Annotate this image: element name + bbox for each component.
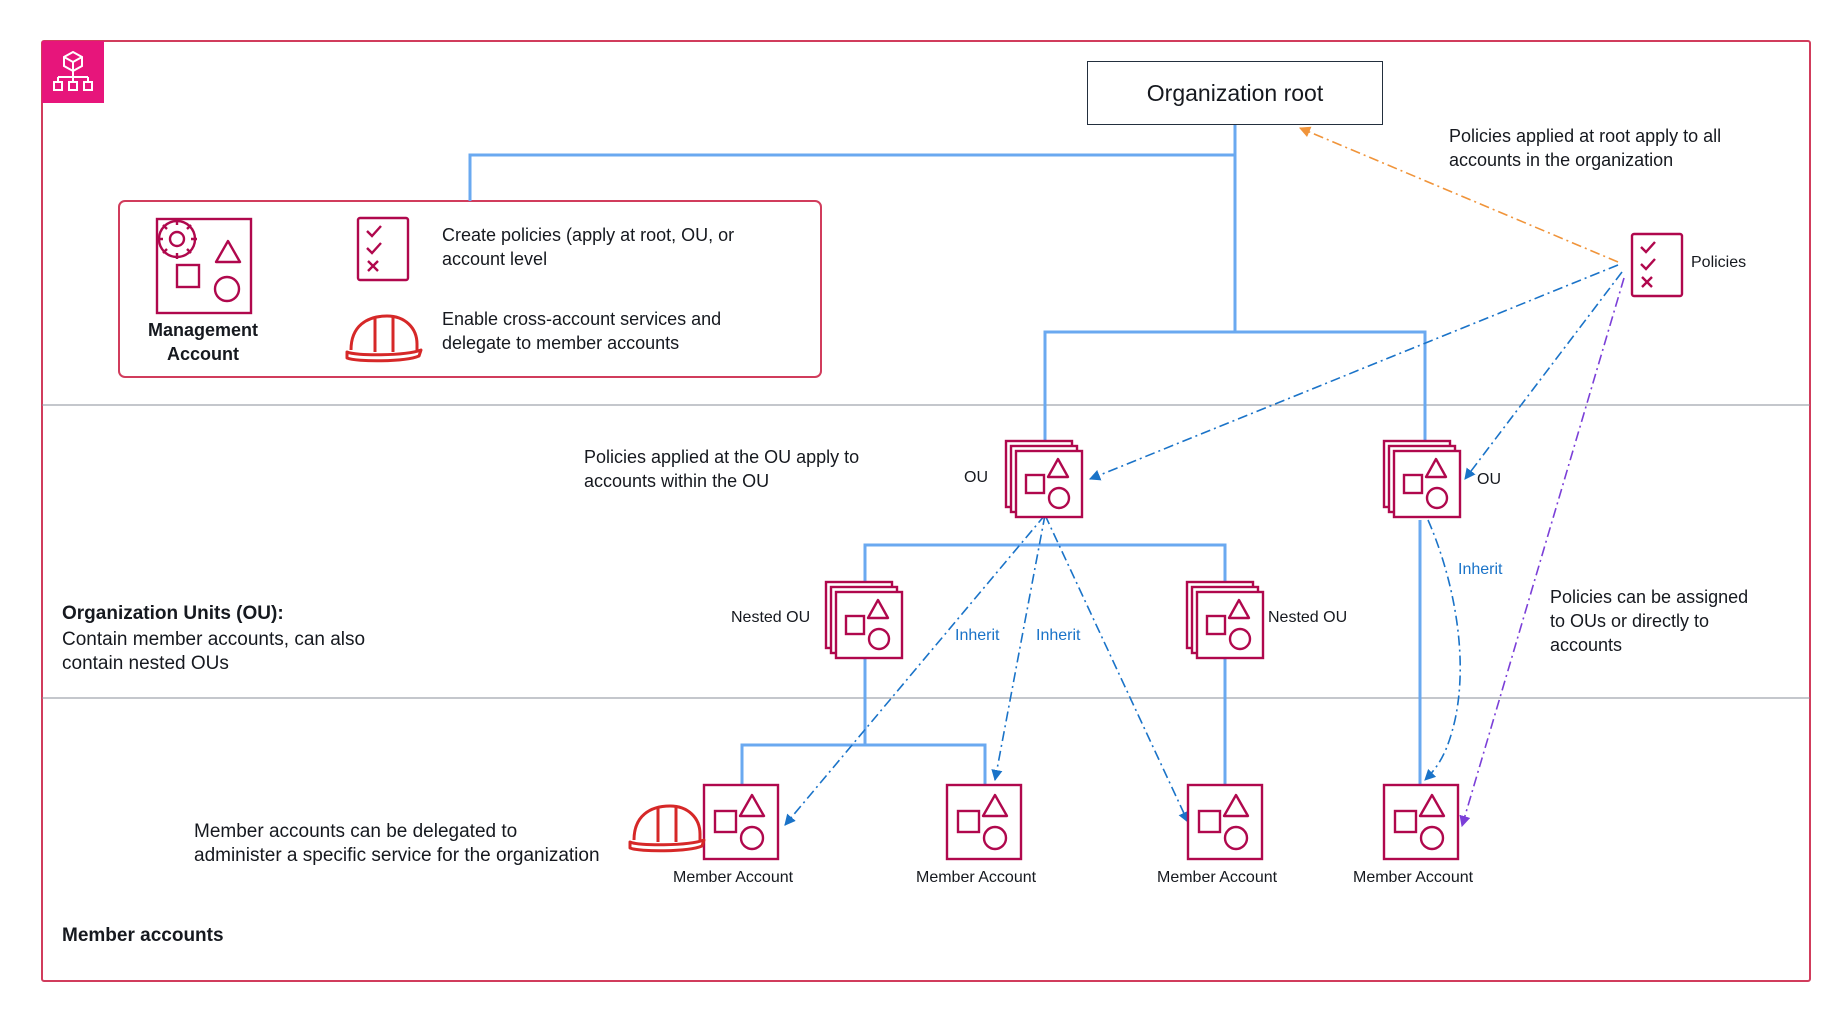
organization-root-box[interactable]: Organization root [1087, 61, 1383, 125]
nested-ou-left-label: Nested OU [731, 609, 811, 626]
organization-frame [41, 40, 1811, 982]
nested-ou-right-label: Nested OU [1268, 609, 1348, 626]
ou-desc-line: contain nested OUs [62, 653, 229, 674]
note-line: to OUs or directly to [1550, 611, 1710, 631]
organizations-badge-icon [42, 41, 104, 103]
inherit-label: Inherit [1458, 561, 1503, 578]
member-account-1-label: Member Account [673, 869, 794, 886]
root-policy-arrow [1298, 126, 1619, 263]
ou-section-description: Contain member accounts, can also contai… [62, 628, 365, 676]
create-policies-text: Create policies (apply at root, OU, or a… [442, 223, 734, 271]
note-line: Policies applied at root apply to all [1449, 126, 1722, 146]
inherit-arrow [784, 514, 1046, 826]
ou-policy-arrow [1464, 271, 1623, 480]
delegated-admin-helmet-icon [628, 804, 706, 853]
note-line: accounts within the OU [584, 471, 770, 491]
cross-account-line: Enable cross-account services and [442, 309, 722, 329]
policies-icon [1630, 232, 1684, 298]
ou-left-icon [1004, 439, 1084, 519]
nested-ou-left-icon [824, 580, 904, 660]
management-account-label: Management Account [143, 318, 263, 366]
ou-policy-arrow [1088, 264, 1619, 481]
ou-right-icon [1382, 439, 1462, 519]
member-accounts-section-title: Member accounts [62, 925, 224, 946]
ou-desc-line: Contain member accounts, can also [62, 629, 366, 650]
management-account-icon [155, 217, 253, 315]
member-account-4-icon [1382, 783, 1460, 861]
inherit-arrow [991, 514, 1046, 782]
organization-root-label: Organization root [1146, 79, 1324, 106]
account-policy-arrow [1459, 277, 1625, 828]
root-policies-note: Policies applied at root apply to all ac… [1449, 124, 1721, 172]
member-account-3-label: Member Account [1157, 869, 1278, 886]
member-account-1-icon [702, 783, 780, 861]
inherit-label: Inherit [1036, 627, 1081, 644]
hierarchy-lines [468, 125, 1427, 785]
management-label-line: Account [167, 344, 239, 364]
ou-left-label: OU [964, 469, 988, 486]
note-line: Policies can be assigned [1550, 587, 1749, 607]
nested-ou-right-icon [1185, 580, 1265, 660]
cross-account-text: Enable cross-account services and delega… [442, 307, 721, 355]
note-line: Policies applied at the OU apply to [584, 447, 860, 467]
ou-section-title: Organization Units (OU): [62, 603, 284, 624]
note-line: Member accounts can be delegated to [194, 821, 518, 842]
assign-policies-note: Policies can be assigned to OUs or direc… [1550, 585, 1748, 657]
delegate-helmet-icon [345, 314, 423, 363]
create-policies-line: Create policies (apply at root, OU, or [442, 225, 735, 245]
inherit-arrow [1044, 514, 1189, 824]
member-account-4-label: Member Account [1353, 869, 1474, 886]
member-account-3-icon [1186, 783, 1264, 861]
create-policies-icon [356, 216, 410, 282]
cross-account-line: delegate to member accounts [442, 333, 680, 353]
member-account-2-icon [945, 783, 1023, 861]
note-line: administer a specific service for the or… [194, 845, 600, 866]
management-label-line: Management [147, 320, 259, 340]
inherit-arrow [1424, 519, 1461, 781]
note-line: accounts in the organization [1449, 150, 1674, 170]
ou-right-label: OU [1477, 471, 1501, 488]
inherit-label: Inherit [955, 627, 1000, 644]
create-policies-line: account level [442, 249, 548, 269]
ou-policies-note: Policies applied at the OU apply to acco… [584, 445, 859, 493]
member-account-2-label: Member Account [916, 869, 1037, 886]
policies-label: Policies [1691, 254, 1747, 271]
delegate-note: Member accounts can be delegated to admi… [194, 820, 600, 868]
note-line: accounts [1550, 635, 1623, 655]
